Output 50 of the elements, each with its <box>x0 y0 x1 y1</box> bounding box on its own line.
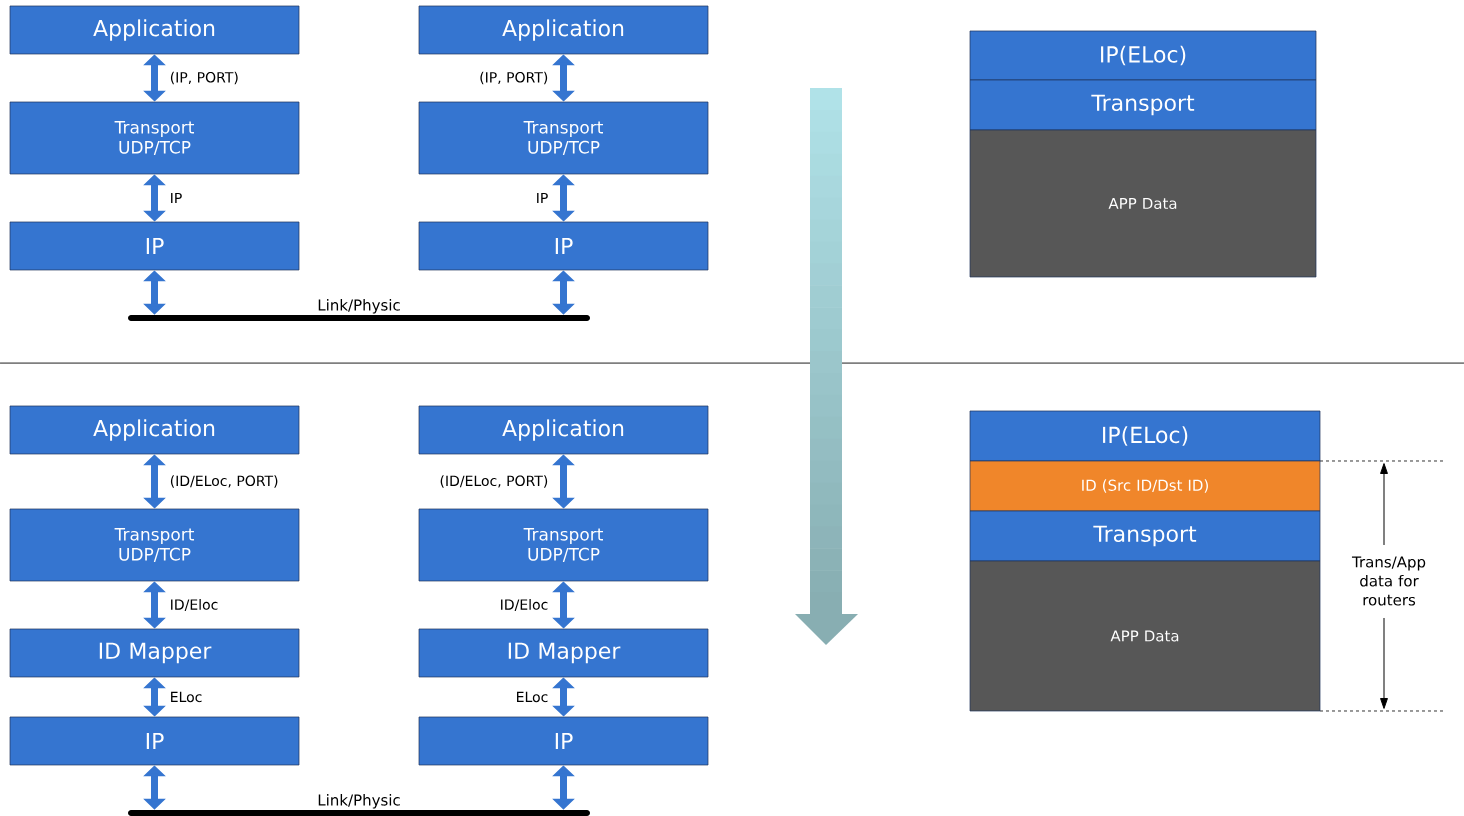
layer-box: Transport UDP/TCP <box>418 508 709 582</box>
node-label: Link/Physic <box>318 299 400 314</box>
layer-box: Application <box>9 405 300 455</box>
layer-box: ID Mapper <box>418 628 709 678</box>
double-arrow <box>552 174 575 222</box>
layer-box: APP Data <box>969 129 1317 278</box>
double-arrow <box>143 454 166 509</box>
layer-box: Transport UDP/TCP <box>9 508 300 582</box>
layer-box: Application <box>418 405 709 455</box>
node-label: Link/Physic <box>318 794 400 809</box>
double-arrow <box>143 765 166 810</box>
double-arrow <box>552 454 575 509</box>
edge-label: ELoc <box>517 691 548 703</box>
edge-label: ELoc <box>171 691 202 703</box>
layer-box: Application <box>9 5 300 55</box>
double-arrow <box>552 765 575 810</box>
layer-box: IP(ELoc) <box>969 30 1317 81</box>
double-arrow <box>143 174 166 222</box>
layer-box: Transport <box>969 79 1317 131</box>
layer-box: Transport UDP/TCP <box>418 101 709 175</box>
layer-box: Application <box>418 5 709 55</box>
double-arrow <box>143 581 166 629</box>
layer-box: IP <box>418 221 709 271</box>
double-arrow <box>552 54 575 102</box>
edge-label: (ID/ELoc, PORT) <box>440 475 548 488</box>
double-arrow <box>552 270 575 315</box>
layer-box: ID Mapper <box>9 628 300 678</box>
edge-label: ID/Eloc <box>501 599 548 611</box>
double-arrow <box>143 270 166 315</box>
edge-label: ID/Eloc <box>171 599 218 611</box>
double-arrow <box>552 581 575 629</box>
layer-box: ID (Src ID/Dst ID) <box>969 460 1321 512</box>
layer-box: Transport <box>969 510 1321 562</box>
layer-box: IP <box>9 716 300 766</box>
layer-box: IP <box>9 221 300 271</box>
double-arrow <box>552 677 575 717</box>
layer-box: APP Data <box>969 560 1321 712</box>
link-bar: Link/Physic <box>128 299 590 321</box>
double-arrow <box>143 677 166 717</box>
double-arrow <box>143 54 166 102</box>
dimension-label: Trans/App data for routers <box>1333 555 1445 607</box>
layer-box: IP(ELoc) <box>969 410 1321 462</box>
edge-label: (IP, PORT) <box>480 71 548 85</box>
edge-label: (IP, PORT) <box>170 71 238 85</box>
link-bar: Link/Physic <box>128 794 590 816</box>
edge-label: (ID/ELoc, PORT) <box>170 475 278 488</box>
edge-label: IP <box>171 192 182 204</box>
layer-box: Transport UDP/TCP <box>9 101 300 175</box>
edge-label: IP <box>537 192 548 204</box>
layer-box: IP <box>418 716 709 766</box>
